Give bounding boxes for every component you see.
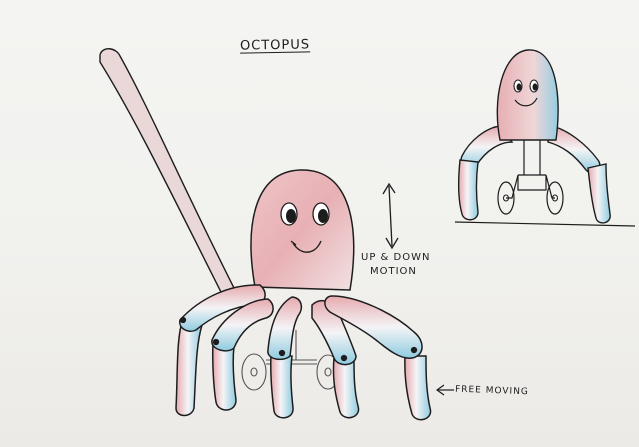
tentacles [176, 285, 431, 420]
left-pointing-arrow-icon [437, 385, 454, 395]
octopus-head [251, 170, 354, 290]
push-handle [100, 49, 236, 298]
motion-label-line1: UP & DOWN [361, 252, 430, 263]
side-view-octopus [455, 50, 635, 226]
double-headed-vertical-arrow-icon [383, 184, 398, 248]
sketch-title: OCTOPUS [240, 37, 310, 53]
motion-label-line2: MOTION [370, 266, 417, 277]
